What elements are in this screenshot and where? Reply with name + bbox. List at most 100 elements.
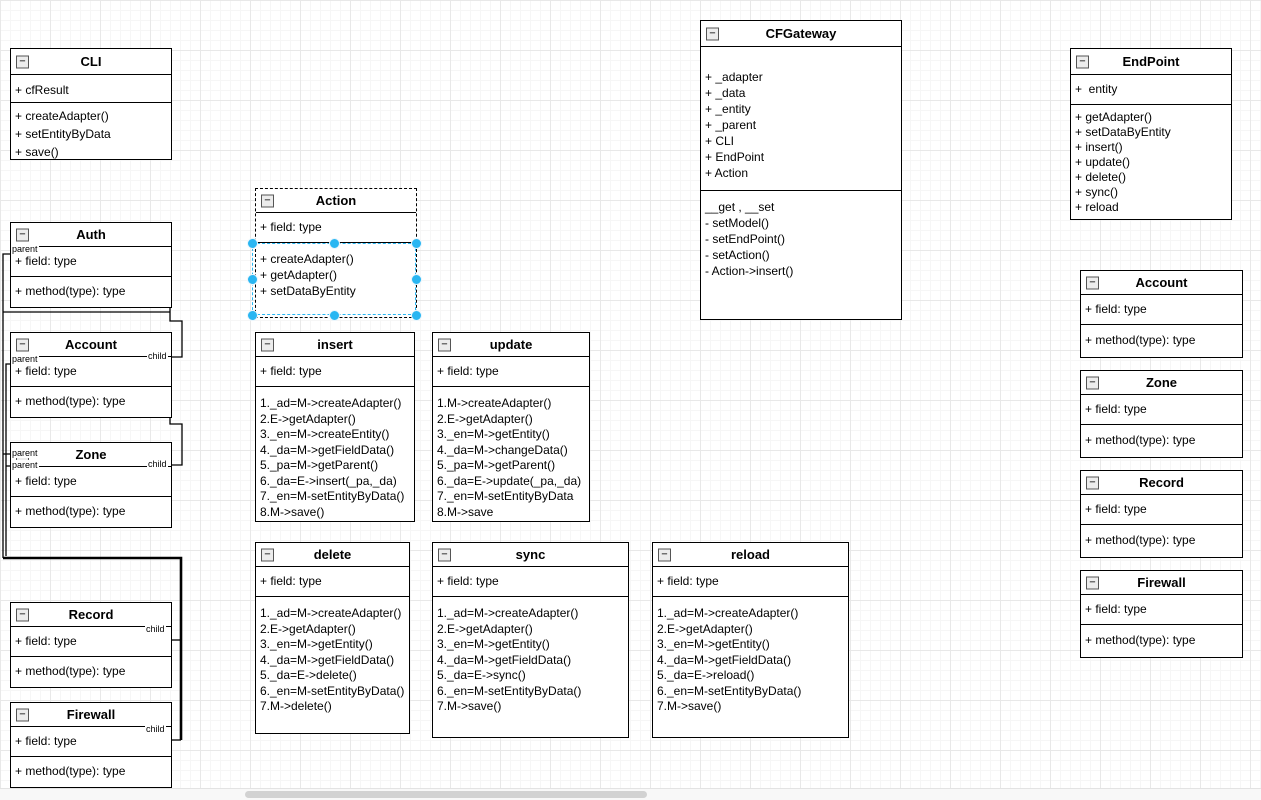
class-title-bar[interactable]: − Firewall bbox=[1081, 571, 1242, 595]
collapse-icon[interactable]: − bbox=[1086, 576, 1099, 589]
fields-compartment[interactable]: + field: type bbox=[433, 567, 628, 597]
methods-compartment[interactable]: 1._ad=M->createAdapter()2.E->getAdapter(… bbox=[433, 597, 628, 737]
collapse-icon[interactable]: − bbox=[16, 338, 29, 351]
class-box-update[interactable]: − update + field: type 1.M->createAdapte… bbox=[432, 332, 590, 522]
collapse-icon[interactable]: − bbox=[438, 548, 451, 561]
collapse-icon[interactable]: − bbox=[1086, 276, 1099, 289]
class-title-bar[interactable]: − CFGateway bbox=[701, 21, 901, 47]
methods-compartment[interactable]: 1._ad=M->createAdapter()2.E->getAdapter(… bbox=[653, 597, 848, 737]
class-box-firewall-right[interactable]: − Firewall + field: type + method(type):… bbox=[1080, 570, 1243, 658]
fields-compartment[interactable]: + cfResult bbox=[11, 75, 171, 103]
methods-compartment[interactable]: + method(type): type bbox=[11, 387, 171, 417]
selection-handle[interactable] bbox=[247, 238, 258, 249]
selection-handle[interactable] bbox=[411, 238, 422, 249]
class-box-endpoint[interactable]: − EndPoint + entity + getAdapter()+ setD… bbox=[1070, 48, 1232, 220]
horizontal-scrollbar[interactable] bbox=[0, 788, 1261, 800]
class-box-account-left[interactable]: − Account + field: type + method(type): … bbox=[10, 332, 172, 418]
fields-compartment[interactable]: + field: type bbox=[256, 357, 414, 387]
methods-compartment[interactable]: + method(type): type bbox=[1081, 625, 1242, 657]
fields-compartment[interactable]: + field: type bbox=[11, 467, 171, 497]
class-box-cli[interactable]: − CLI + cfResult + createAdapter()+ setE… bbox=[10, 48, 172, 160]
class-box-auth[interactable]: − Auth + field: type + method(type): typ… bbox=[10, 222, 172, 308]
collapse-icon[interactable]: − bbox=[16, 608, 29, 621]
collapse-icon[interactable]: − bbox=[658, 548, 671, 561]
fields-compartment[interactable]: + field: type bbox=[1081, 595, 1242, 625]
fields-compartment[interactable]: + field: type bbox=[433, 357, 589, 387]
collapse-icon[interactable]: − bbox=[16, 228, 29, 241]
collapse-icon[interactable]: − bbox=[438, 338, 451, 351]
fields-compartment[interactable]: + field: type bbox=[11, 247, 171, 277]
class-title-bar[interactable]: − CLI bbox=[11, 49, 171, 75]
class-title-bar[interactable]: − EndPoint bbox=[1071, 49, 1231, 75]
class-box-cfgateway[interactable]: − CFGateway + _adapter+ _data+ _entity+ … bbox=[700, 20, 902, 320]
class-box-insert[interactable]: − insert + field: type 1._ad=M->createAd… bbox=[255, 332, 415, 522]
class-title-bar[interactable]: − Account bbox=[1081, 271, 1242, 295]
collapse-icon[interactable]: − bbox=[16, 708, 29, 721]
class-box-firewall-left[interactable]: − Firewall + field: type + method(type):… bbox=[10, 702, 172, 788]
fields-compartment[interactable]: + field: type bbox=[1081, 395, 1242, 425]
methods-compartment[interactable]: + createAdapter()+ setEntityByData+ save… bbox=[11, 103, 171, 159]
class-title-bar[interactable]: − Account bbox=[11, 333, 171, 357]
methods-compartment[interactable]: 1._ad=M->createAdapter()2.E->getAdapter(… bbox=[256, 387, 414, 521]
class-title-bar[interactable]: − Auth bbox=[11, 223, 171, 247]
selection-handle[interactable] bbox=[329, 238, 340, 249]
class-title-bar[interactable]: − Action bbox=[256, 189, 416, 213]
fields-compartment[interactable]: + entity bbox=[1071, 75, 1231, 105]
methods-compartment[interactable]: __get , __set- setModel()- setEndPoint()… bbox=[701, 191, 901, 319]
collapse-icon[interactable]: − bbox=[261, 194, 274, 207]
class-box-sync[interactable]: − sync + field: type 1._ad=M->createAdap… bbox=[432, 542, 629, 738]
fields-compartment[interactable]: + field: type bbox=[11, 727, 171, 757]
edge-auth-parent[interactable] bbox=[2, 253, 10, 558]
selection-handle[interactable] bbox=[247, 274, 258, 285]
class-title-bar[interactable]: − Record bbox=[1081, 471, 1242, 495]
class-box-reload[interactable]: − reload + field: type 1._ad=M->createAd… bbox=[652, 542, 849, 738]
class-title-bar[interactable]: − Zone bbox=[1081, 371, 1242, 395]
class-title-bar[interactable]: − insert bbox=[256, 333, 414, 357]
fields-compartment[interactable]: + field: type bbox=[1081, 295, 1242, 325]
class-box-record-right[interactable]: − Record + field: type + method(type): t… bbox=[1080, 470, 1243, 558]
edge-account-zone[interactable] bbox=[169, 416, 183, 466]
fields-compartment[interactable]: + field: type bbox=[653, 567, 848, 597]
methods-compartment[interactable]: + method(type): type bbox=[11, 497, 171, 527]
collapse-icon[interactable]: − bbox=[1086, 376, 1099, 389]
class-title-bar[interactable]: − reload bbox=[653, 543, 848, 567]
fields-compartment[interactable]: + field: type bbox=[256, 567, 409, 597]
methods-compartment[interactable]: + method(type): type bbox=[11, 657, 171, 687]
class-title-bar[interactable]: − Firewall bbox=[11, 703, 171, 727]
fields-compartment[interactable]: + field: type bbox=[1081, 495, 1242, 525]
class-title-bar[interactable]: − update bbox=[433, 333, 589, 357]
methods-compartment[interactable]: + method(type): type bbox=[11, 277, 171, 307]
collapse-icon[interactable]: − bbox=[16, 55, 29, 68]
class-title-bar[interactable]: − Record bbox=[11, 603, 171, 627]
collapse-icon[interactable]: − bbox=[1086, 476, 1099, 489]
selection-handle[interactable] bbox=[247, 310, 258, 321]
selection-handle[interactable] bbox=[329, 310, 340, 321]
methods-compartment[interactable]: + createAdapter()+ getAdapter()+ setData… bbox=[256, 243, 416, 317]
horizontal-scrollbar-thumb[interactable] bbox=[245, 791, 647, 798]
class-box-account-right[interactable]: − Account + field: type + method(type): … bbox=[1080, 270, 1243, 358]
methods-compartment[interactable]: + getAdapter()+ setDataByEntity+ insert(… bbox=[1071, 105, 1231, 219]
class-box-record-left[interactable]: − Record + field: type + method(type): t… bbox=[10, 602, 172, 688]
fields-compartment[interactable]: + field: type bbox=[11, 357, 171, 387]
methods-compartment[interactable]: 1._ad=M->createAdapter()2.E->getAdapter(… bbox=[256, 597, 409, 733]
class-box-zone-right[interactable]: − Zone + field: type + method(type): typ… bbox=[1080, 370, 1243, 458]
methods-compartment[interactable]: + method(type): type bbox=[1081, 325, 1242, 357]
class-title-bar[interactable]: − delete bbox=[256, 543, 409, 567]
edge-account-parent[interactable] bbox=[5, 363, 10, 556]
collapse-icon[interactable]: − bbox=[1076, 55, 1089, 68]
class-box-delete[interactable]: − delete + field: type 1._ad=M->createAd… bbox=[255, 542, 410, 734]
methods-compartment[interactable]: + method(type): type bbox=[11, 757, 171, 787]
collapse-icon[interactable]: − bbox=[706, 27, 719, 40]
selection-handle[interactable] bbox=[411, 310, 422, 321]
edge-trunk[interactable] bbox=[3, 556, 183, 740]
class-title-bar[interactable]: − sync bbox=[433, 543, 628, 567]
methods-compartment[interactable]: 1.M->createAdapter()2.E->getAdapter()3._… bbox=[433, 387, 589, 521]
methods-compartment[interactable]: + method(type): type bbox=[1081, 525, 1242, 557]
collapse-icon[interactable]: − bbox=[261, 338, 274, 351]
edge-auth-account[interactable] bbox=[169, 306, 183, 358]
fields-compartment[interactable]: + _adapter+ _data+ _entity+ _parent+ CLI… bbox=[701, 47, 901, 191]
selection-handle[interactable] bbox=[411, 274, 422, 285]
collapse-icon[interactable]: − bbox=[261, 548, 274, 561]
fields-compartment[interactable]: + field: type bbox=[11, 627, 171, 657]
